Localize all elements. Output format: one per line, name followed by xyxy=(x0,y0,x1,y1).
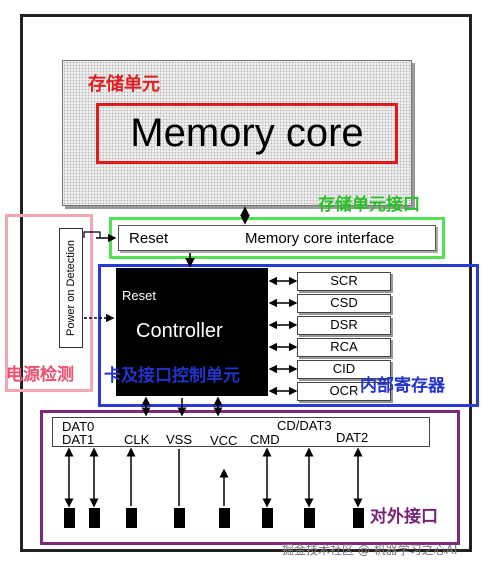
interface-reset-label: Reset xyxy=(129,230,169,247)
pin-pad-cmd xyxy=(262,508,273,528)
pin-pad-vss xyxy=(174,508,185,528)
pin-pad-dat0 xyxy=(89,508,100,528)
pin-pad-clk xyxy=(126,508,137,528)
register-ocr: OCR xyxy=(297,382,391,401)
external-interface-label: 对外接口 xyxy=(370,507,438,527)
pin-label-cd-dat3: CD/DAT3 xyxy=(277,418,332,433)
register-rca: RCA xyxy=(297,338,391,357)
pin-bus-box xyxy=(52,417,430,447)
memory-core-interface-box: Reset Memory core interface xyxy=(118,225,436,251)
memory-area xyxy=(62,60,412,206)
pin-pad-dat1 xyxy=(64,508,75,528)
pin-pad-vcc xyxy=(219,508,230,528)
memory-interface-unit-label: 存储单元接口 xyxy=(318,195,420,215)
pin-pad-cd-dat3 xyxy=(304,508,315,528)
register-csd: CSD xyxy=(297,294,391,313)
controller-reset-label: Reset xyxy=(122,288,156,303)
power-detection-frame xyxy=(5,214,93,392)
pin-label-clk: CLK xyxy=(124,432,150,447)
memory-core-label: Memory core xyxy=(130,111,364,155)
controller-block: Reset Controller xyxy=(116,268,268,396)
line-pod-to-interface xyxy=(83,231,101,238)
pin-label-dat2: DAT2 xyxy=(336,430,369,445)
pin-label-dat1: DAT1 xyxy=(62,432,95,447)
power-detection-label: 电源检测 xyxy=(6,365,74,385)
pin-label-vss: VSS xyxy=(166,432,193,447)
power-on-detection-box: Power on Detection xyxy=(59,228,83,348)
interface-label: Memory core interface xyxy=(245,230,395,247)
memory-core-box: Memory core xyxy=(96,103,398,164)
watermark: 掘金技术社区 @ 机器学习之心AI xyxy=(282,543,458,557)
memory-unit-label: 存储单元 xyxy=(88,74,160,95)
pin-label-vcc: VCC xyxy=(210,433,238,448)
card-controller-unit-label: 卡及接口控制单元 xyxy=(104,366,240,386)
register-scr: SCR xyxy=(297,272,391,291)
pin-pad-dat2 xyxy=(353,508,364,528)
register-cid: CID xyxy=(297,360,391,379)
register-dsr: DSR xyxy=(297,316,391,335)
external-interface-frame xyxy=(40,410,460,545)
pin-label-cmd: CMD xyxy=(250,432,280,447)
register-column: SCR CSD DSR RCA CID OCR xyxy=(287,269,392,401)
controller-label: Controller xyxy=(136,320,223,342)
controller-unit-frame xyxy=(98,264,479,407)
pin-label-dat0: DAT0 xyxy=(62,419,95,434)
internal-registers-label: 内部寄存器 xyxy=(360,376,445,396)
